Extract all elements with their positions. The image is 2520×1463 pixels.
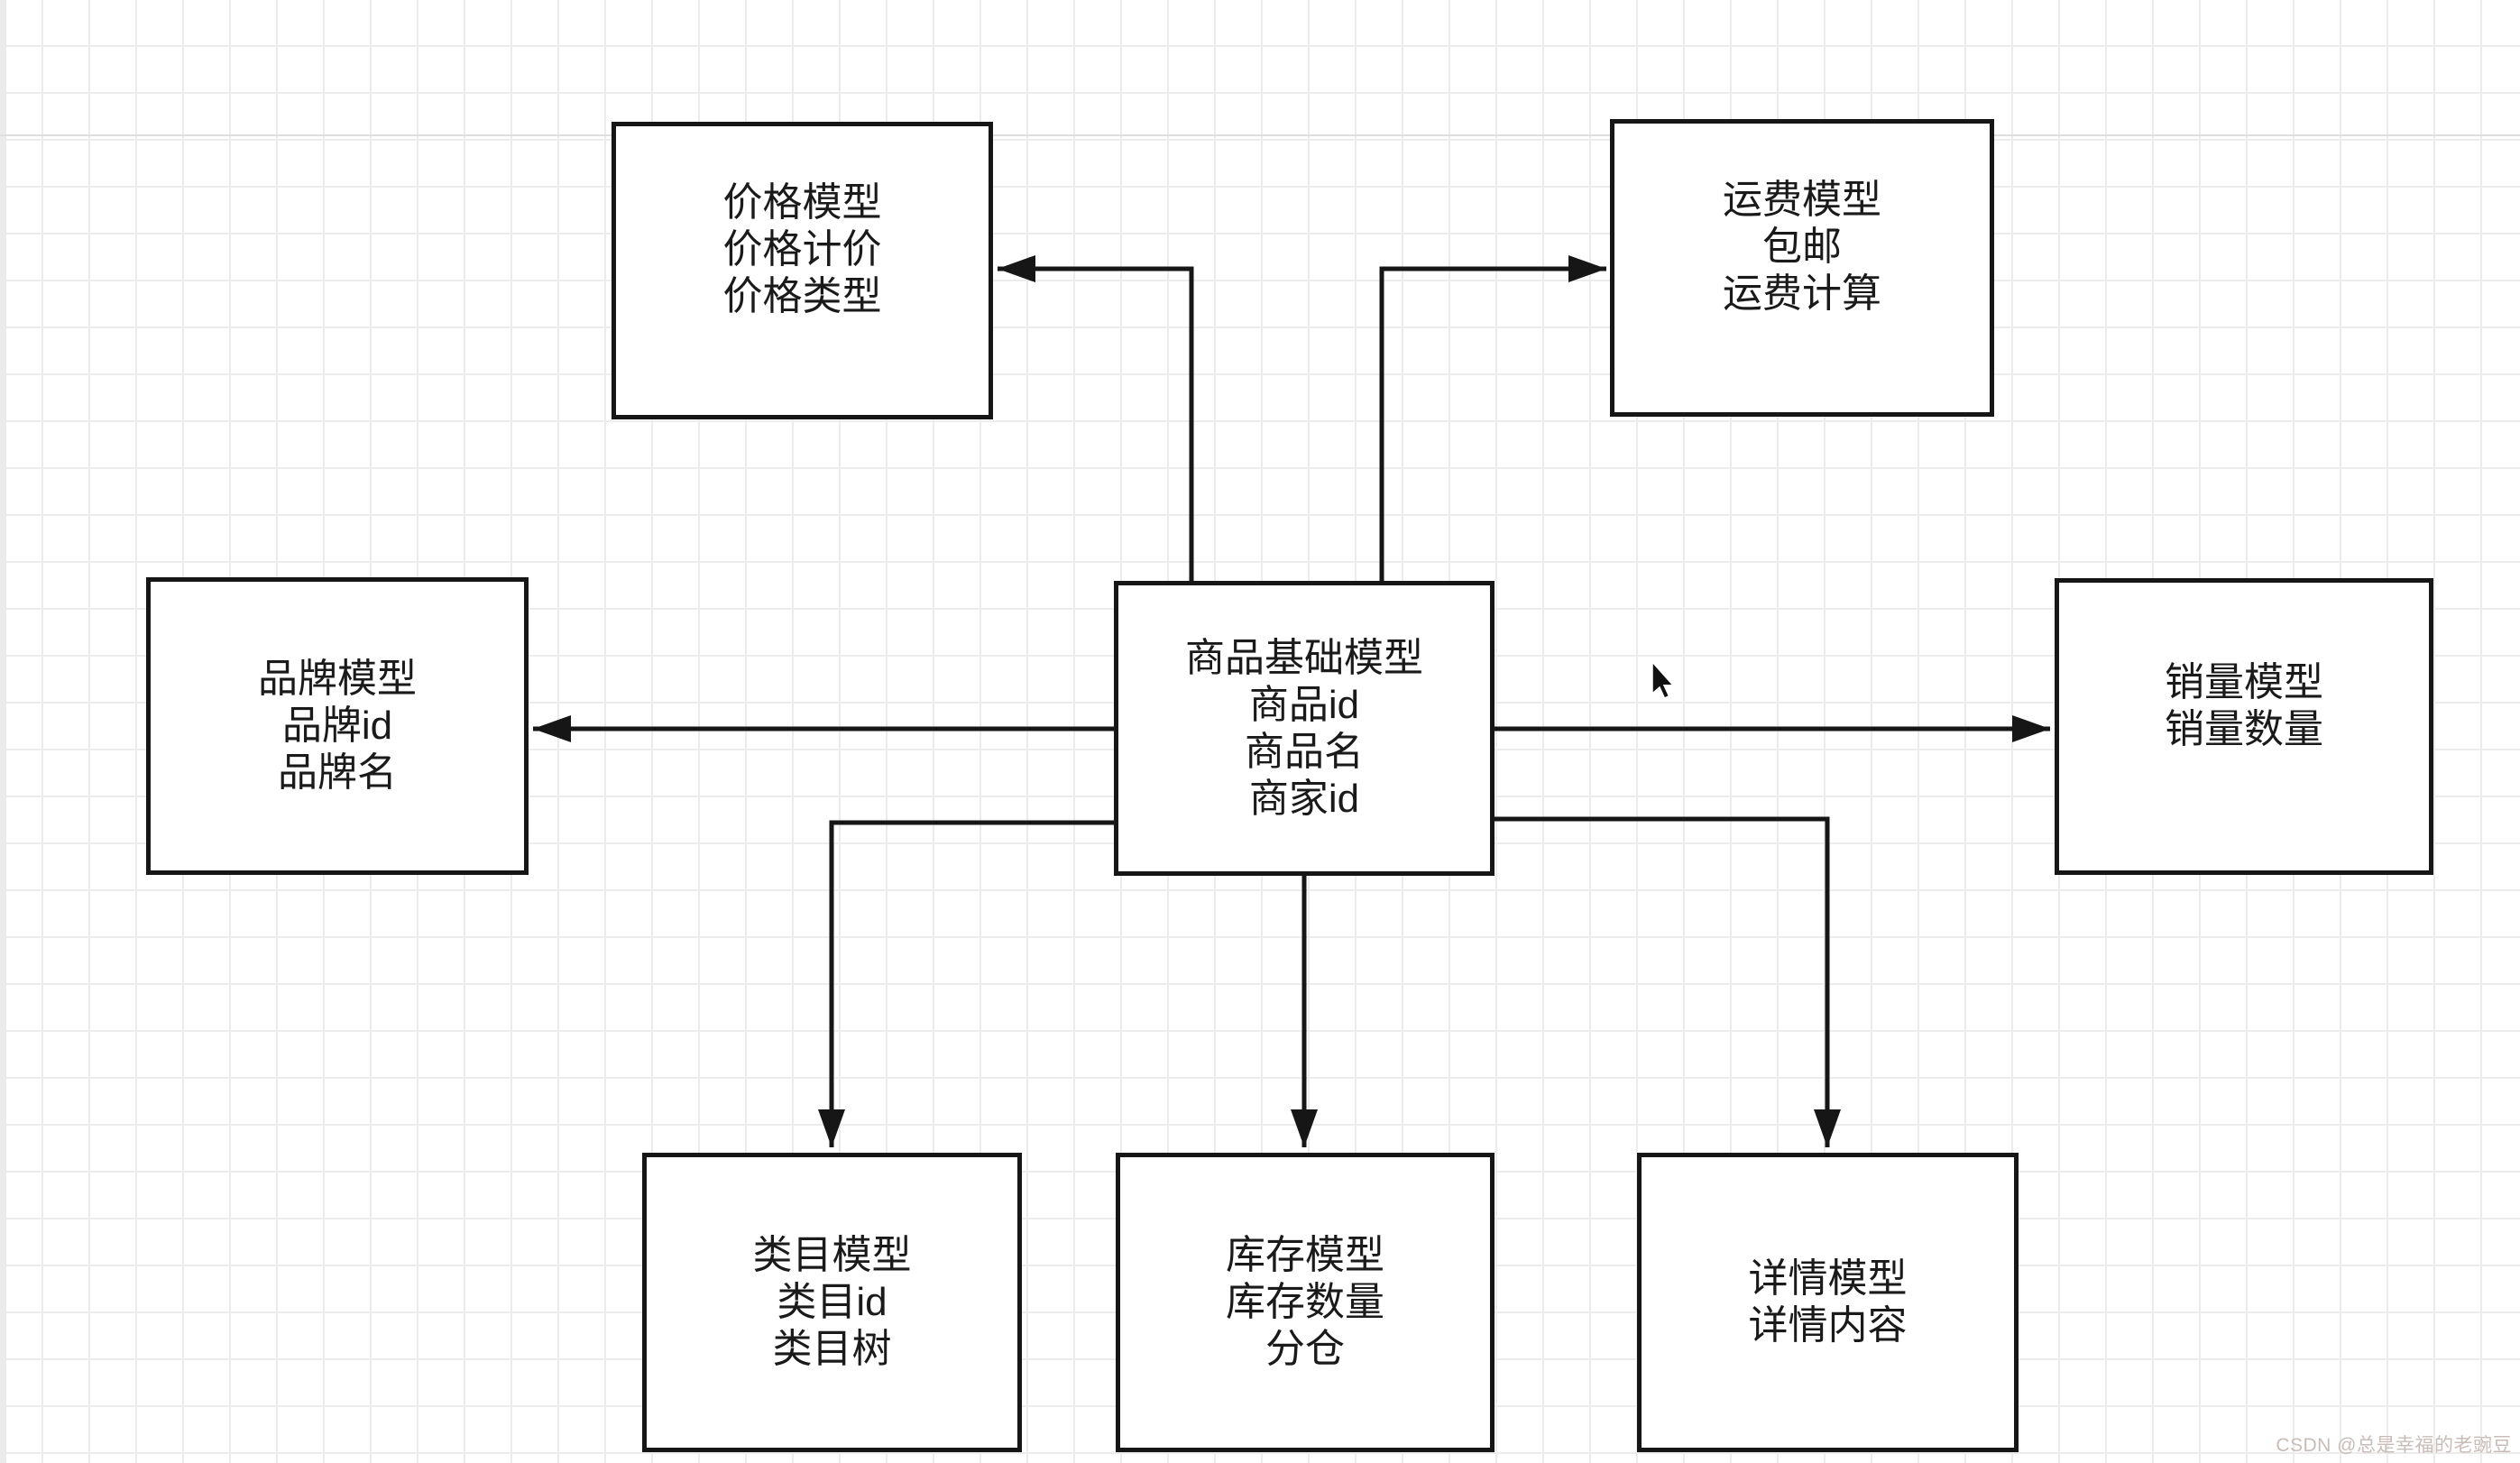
node-label-line: 详情模型 bbox=[1748, 1256, 1908, 1301]
node-label-line: 分仓 bbox=[1265, 1327, 1345, 1371]
node-label-line: 商品名 bbox=[1245, 729, 1364, 774]
node-label-line: 品牌名 bbox=[278, 750, 397, 795]
node-label-line: 销量模型 bbox=[2165, 659, 2323, 704]
canvas-left-edge bbox=[0, 0, 6, 1463]
node-label-line: 品牌模型 bbox=[258, 657, 417, 701]
node-label-line: 商品id bbox=[1248, 682, 1360, 727]
connector-product-to-category[interactable] bbox=[818, 820, 1116, 1147]
node-label-line: 商家id bbox=[1248, 776, 1360, 821]
node-label-line: 库存数量 bbox=[1226, 1280, 1384, 1324]
node-label-line: 详情内容 bbox=[1748, 1303, 1908, 1348]
connector-product-to-shipping[interactable] bbox=[1379, 255, 1606, 584]
node-label-line: 库存模型 bbox=[1226, 1233, 1384, 1277]
mouse-arrow-cursor-icon bbox=[1651, 661, 1675, 699]
csdn-watermark: CSDN @总是幸福的老豌豆 bbox=[2276, 1435, 2512, 1456]
node-shipping-model[interactable]: 运费模型 包邮 运费计算 bbox=[1610, 119, 1994, 417]
node-label-line: 类目id bbox=[777, 1280, 888, 1324]
node-label-line: 包邮 bbox=[1762, 225, 1842, 269]
node-label-line: 类目树 bbox=[772, 1327, 892, 1371]
node-category-model[interactable]: 类目模型 类目id 类目树 bbox=[642, 1153, 1022, 1452]
node-price-model[interactable]: 价格模型 价格计价 价格类型 bbox=[612, 122, 993, 419]
node-label-line: 品牌id bbox=[281, 704, 393, 748]
node-label-line: 价格类型 bbox=[722, 274, 882, 318]
node-sales-model[interactable]: 销量模型 销量数量 bbox=[2055, 578, 2433, 875]
grid-accent-line bbox=[0, 134, 2520, 136]
node-product-base-model[interactable]: 商品基础模型 商品id 商品名 商家id bbox=[1114, 581, 1495, 876]
connector-product-to-price[interactable] bbox=[998, 255, 1194, 584]
node-label-line: 价格模型 bbox=[722, 180, 882, 225]
node-detail-model[interactable]: 详情模型 详情内容 bbox=[1637, 1153, 2019, 1452]
node-label-line: 类目模型 bbox=[752, 1233, 912, 1277]
node-label-line: 销量数量 bbox=[2165, 706, 2323, 751]
node-label-line: 运费计算 bbox=[1723, 271, 1881, 316]
node-brand-model[interactable]: 品牌模型 品牌id 品牌名 bbox=[146, 577, 529, 875]
connector-product-to-detail[interactable] bbox=[1493, 816, 1841, 1147]
node-label-line: 商品基础模型 bbox=[1185, 635, 1423, 680]
node-label-line: 价格计价 bbox=[722, 227, 882, 271]
node-inventory-model[interactable]: 库存模型 库存数量 分仓 bbox=[1116, 1153, 1495, 1452]
node-label-line: 运费模型 bbox=[1723, 178, 1881, 222]
